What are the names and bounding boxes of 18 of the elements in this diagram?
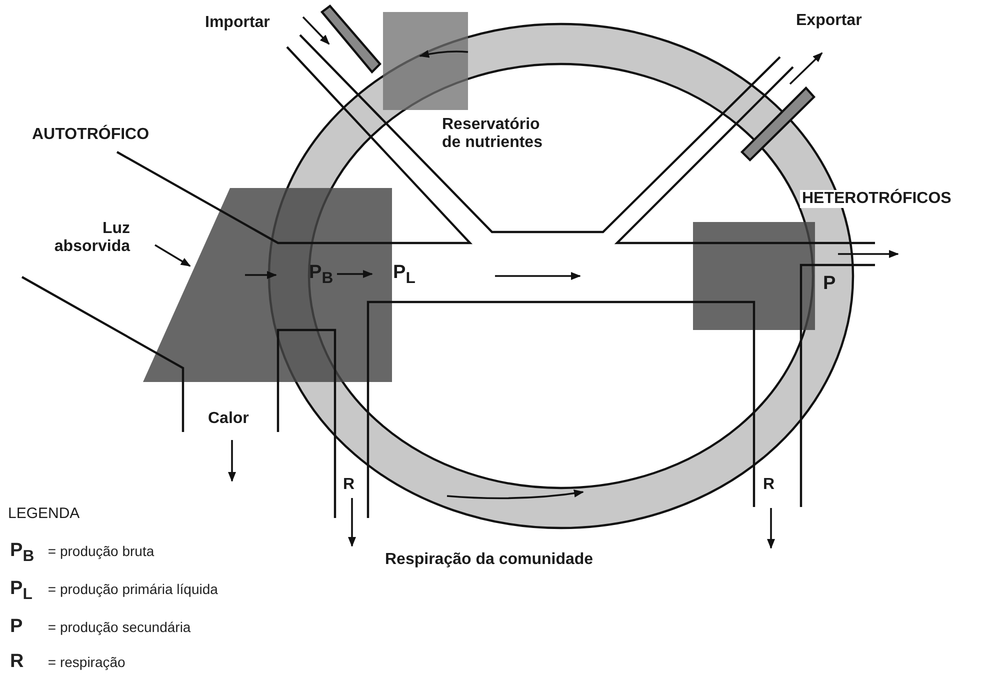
legend-title: LEGENDA <box>8 505 80 522</box>
legend-entry: R = respiração <box>10 651 126 673</box>
diagram-label: HETEROTRÓFICOS <box>800 190 954 208</box>
diagram-label: Respiração da comunidade <box>385 551 594 570</box>
diagram-label: Reservatório de nutrientes <box>442 116 544 153</box>
diagram-label: Exportar <box>796 12 862 30</box>
diagram-label: Importar <box>205 14 270 32</box>
diagram-label: Luz absorvida <box>53 220 130 257</box>
diagram-label: Calor <box>208 410 249 428</box>
legend-entry: P$_{B}$ = produção bruta <box>10 540 154 566</box>
diagram-label: R <box>763 476 775 494</box>
diagram-label: R <box>343 476 355 494</box>
flow-symbol: P <box>823 273 836 295</box>
legend-entry: P = produção secundária <box>10 616 191 638</box>
legend-entry: P$_{L}$ = produção primária líquida <box>10 578 218 604</box>
flow-symbol: P$_{L}$ <box>393 262 416 288</box>
diagram-label: AUTOTRÓFICO <box>32 126 150 144</box>
flow-symbol: P$_{B}$ <box>309 262 334 288</box>
